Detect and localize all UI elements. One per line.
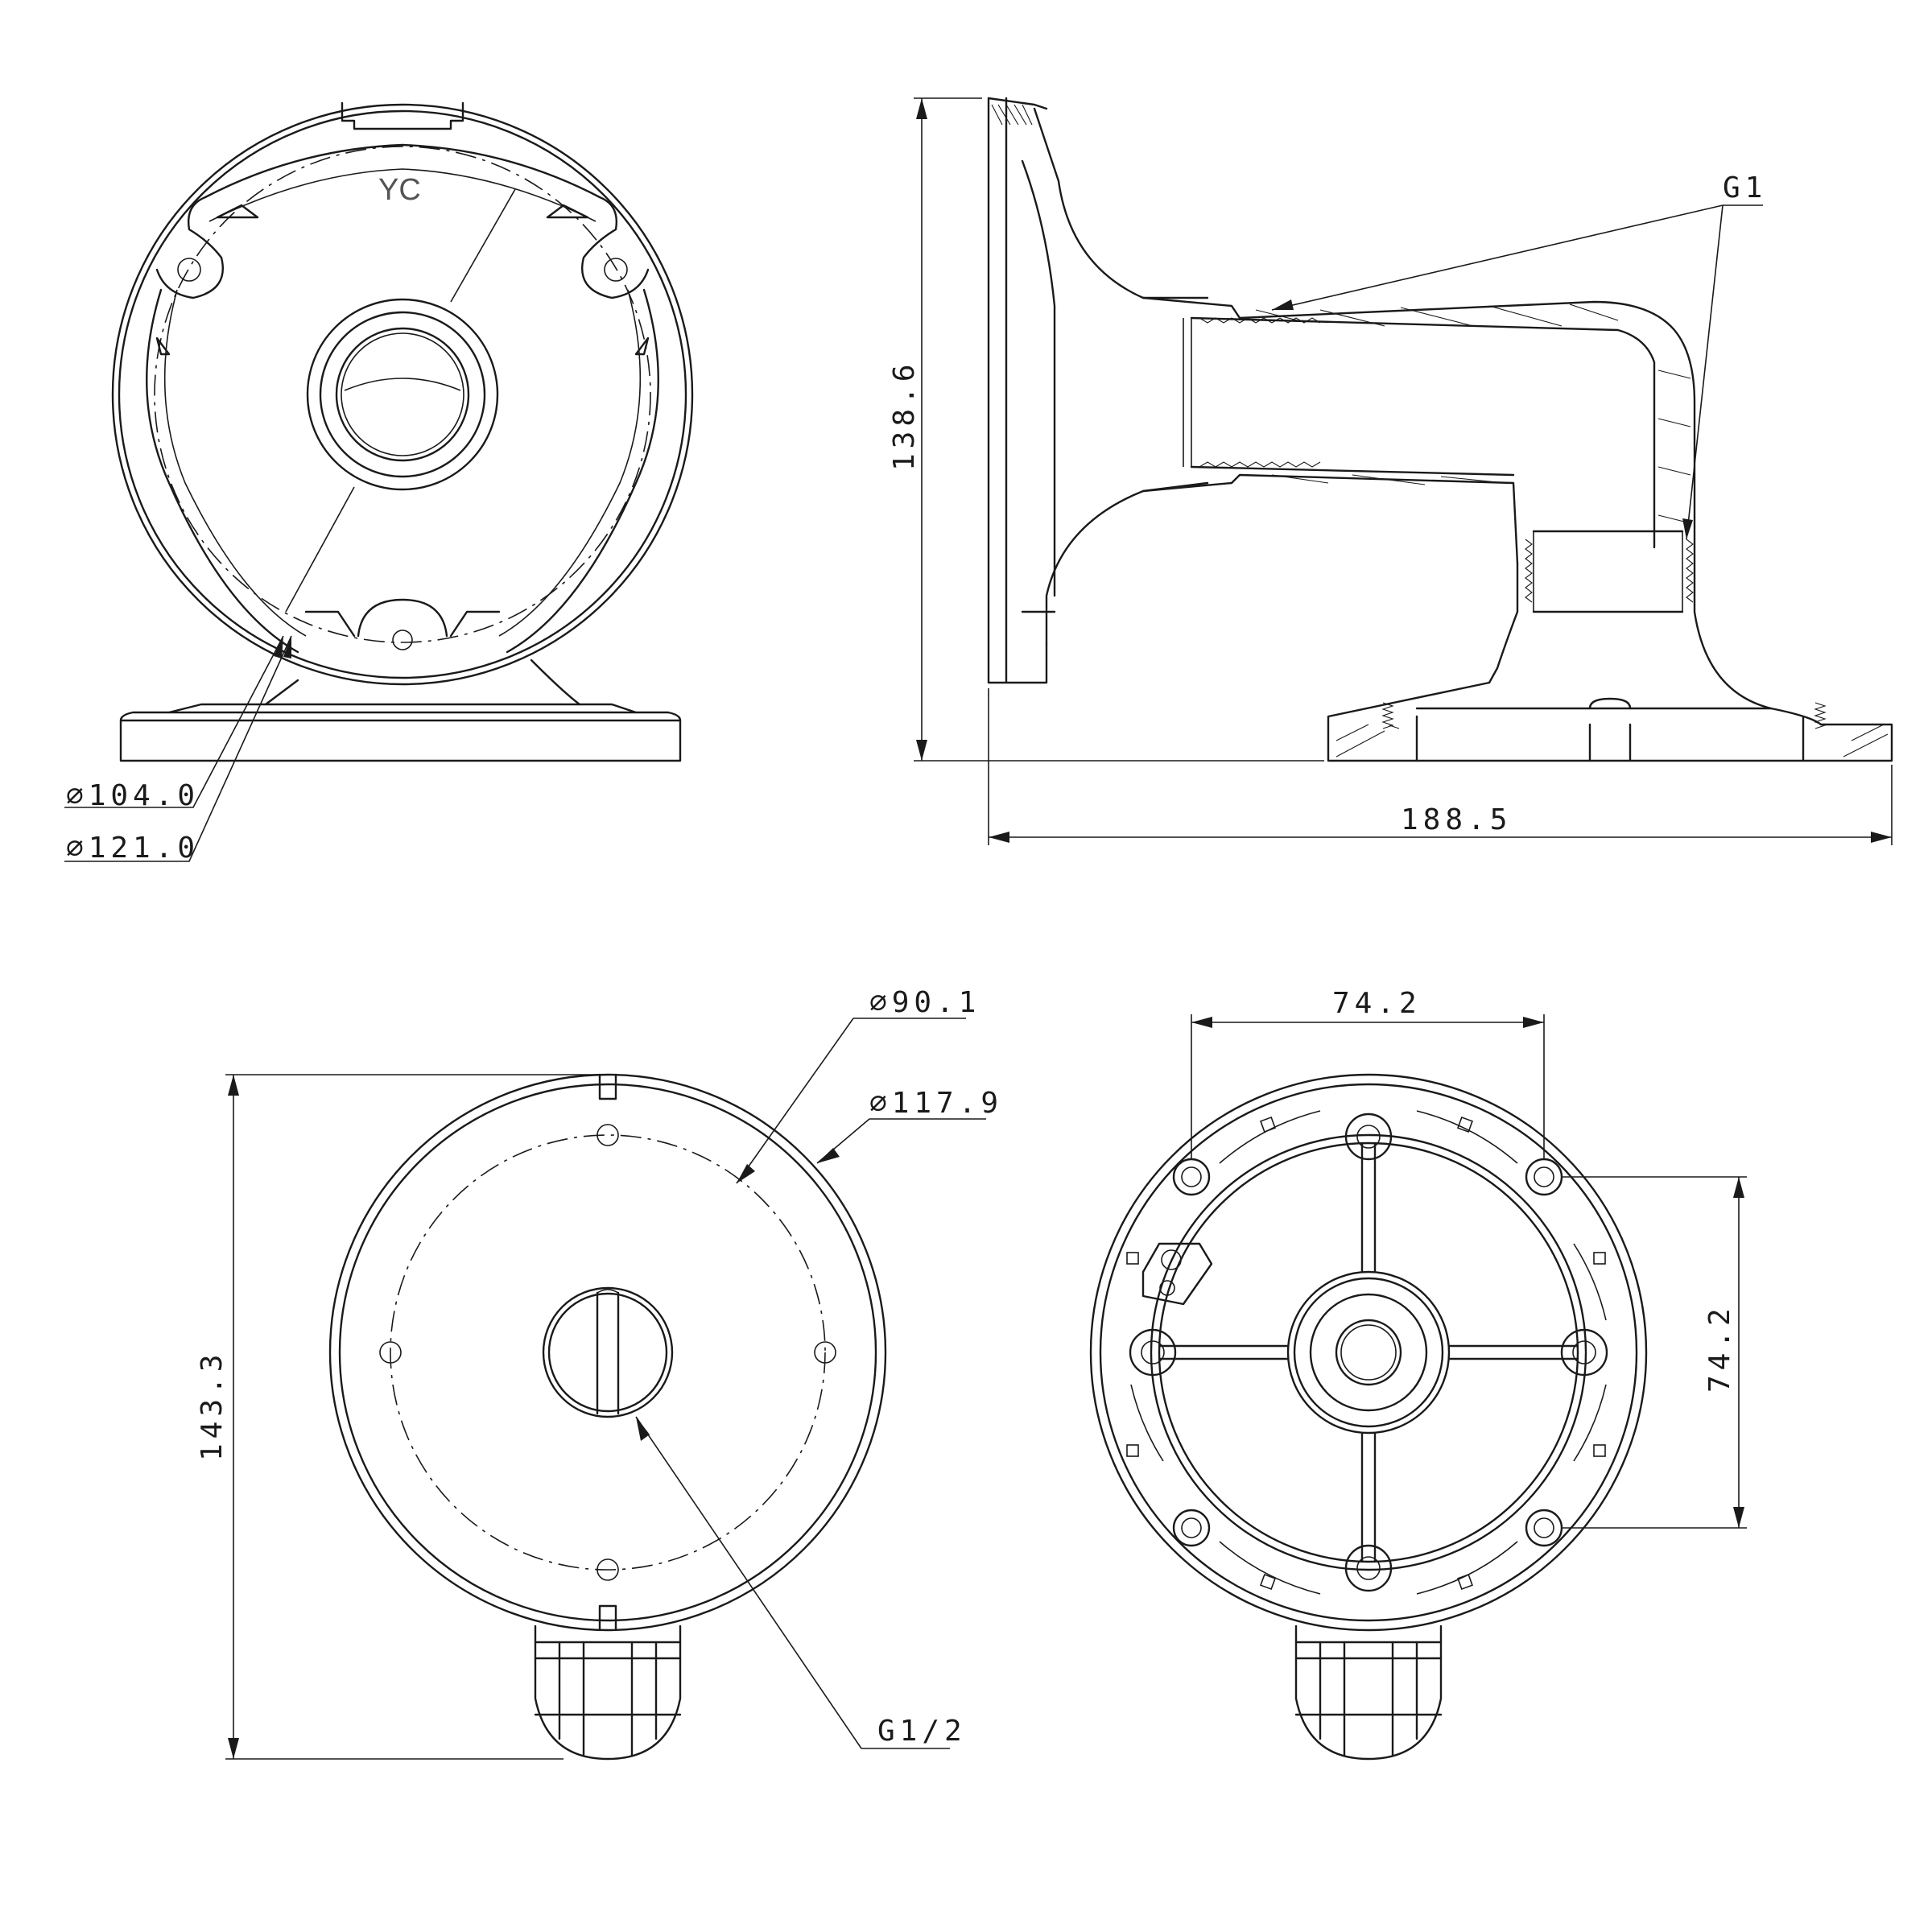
front-dimensions: ∅104.0 ∅121.0: [64, 635, 292, 865]
diameter-symbol: ∅: [66, 779, 89, 812]
dim-104: 104.0: [89, 779, 200, 812]
thread-g1-2-label: G1/2: [877, 1715, 967, 1748]
side-dimensions: 138.6 188.5 G1: [888, 97, 1893, 845]
svg-text:∅104.0: ∅104.0: [66, 779, 200, 812]
diameter-symbol: ∅: [869, 1087, 892, 1120]
dim-143-3: 143.3: [196, 1350, 229, 1461]
top-dimensions: 143.3 ∅90.1 ∅117.9 G1/2: [196, 986, 1003, 1760]
diameter-symbol: ∅: [66, 832, 89, 865]
bottom-view: [1089, 1073, 1648, 1761]
bottom-dimensions: 74.2 74.2: [1191, 987, 1747, 1529]
dim-74-2-vertical: 74.2: [1703, 1303, 1736, 1393]
diameter-symbol: ∅: [869, 986, 892, 1019]
dim-90-1: 90.1: [892, 986, 981, 1019]
dim-117-9: 117.9: [892, 1087, 1003, 1120]
dim-138-6: 138.6: [888, 360, 921, 471]
dim-74-2-horizontal: 74.2: [1332, 987, 1422, 1020]
svg-text:∅90.1: ∅90.1: [869, 986, 980, 1019]
front-view: YC: [111, 101, 694, 762]
svg-text:∅121.0: ∅121.0: [66, 832, 200, 865]
thread-g1-label: G1: [1723, 171, 1767, 204]
svg-text:∅117.9: ∅117.9: [869, 1087, 1003, 1120]
mark-text: YC: [378, 173, 421, 207]
dim-188-5: 188.5: [1401, 803, 1512, 836]
side-view: [987, 97, 1893, 762]
dim-121: 121.0: [89, 832, 200, 865]
top-view: [328, 1073, 887, 1761]
